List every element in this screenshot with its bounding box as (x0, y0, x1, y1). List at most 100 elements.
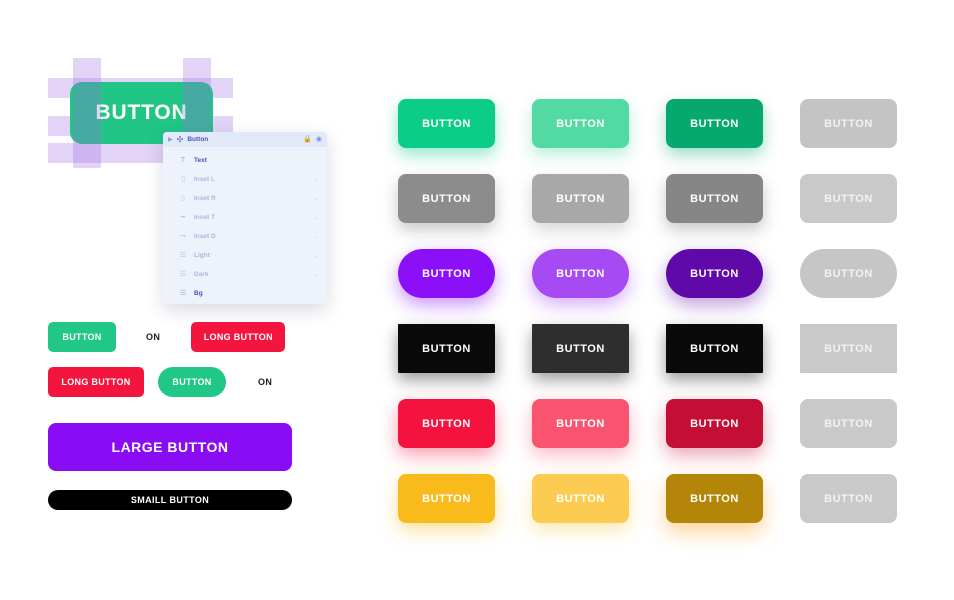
yellow-button-disabled: BUTTON (800, 474, 897, 523)
layers-panel[interactable]: ▶ ✣ Button 🔒 ◉ T Text ▯ Inset L ⌄ ▯ Inse… (163, 132, 327, 304)
purple-button-hover[interactable]: BUTTON (532, 249, 629, 298)
panel-row-text[interactable]: T Text (163, 151, 327, 170)
on-label: ON (146, 332, 161, 342)
background-icon: ☰ (179, 290, 187, 297)
grey-button-default[interactable]: BUTTON (398, 174, 495, 223)
yellow-button-pressed[interactable]: BUTTON (666, 474, 763, 523)
grid-cell: BUTTON (666, 324, 763, 373)
chevron-down-icon[interactable]: ⌄ (313, 176, 319, 183)
chevron-right-icon[interactable]: ▶ (168, 136, 173, 143)
move-icon[interactable]: ✣ (176, 134, 184, 144)
purple-button-default[interactable]: BUTTON (398, 249, 495, 298)
grid-cell: BUTTON (398, 474, 495, 523)
green-button-small[interactable]: BUTTON (48, 322, 116, 352)
purple-button-pressed[interactable]: BUTTON (666, 249, 763, 298)
grid-cell: BUTTON (398, 399, 495, 448)
green-pill-button[interactable]: BUTTON (158, 367, 226, 397)
left-variant-column: BUTTON ON LONG BUTTON LONG BUTTON BUTTON… (48, 322, 286, 397)
red-long-button-1[interactable]: LONG BUTTON (191, 322, 286, 352)
panel-row-inset-l[interactable]: ▯ Inset L ⌄ (163, 170, 327, 189)
green-button-disabled: BUTTON (800, 99, 897, 148)
panel-row-label: Bg (194, 290, 203, 297)
chevron-down-icon[interactable]: ⌄ (313, 271, 319, 278)
black-button-pressed[interactable]: BUTTON (666, 324, 763, 373)
large-button[interactable]: LARGE BUTTON (48, 423, 292, 471)
panel-row-label: Dark (194, 271, 209, 278)
black-button-hover[interactable]: BUTTON (532, 324, 629, 373)
chevron-down-icon[interactable]: ⌄ (313, 195, 319, 202)
light-icon: ☰ (179, 252, 187, 259)
lock-icon[interactable]: 🔒 (303, 136, 312, 143)
black-button-default[interactable]: BUTTON (398, 324, 495, 373)
grid-row-black: BUTTON BUTTON BUTTON BUTTON (398, 324, 897, 373)
panel-row-inset-d[interactable]: ➞ Inset D ⌄ (163, 227, 327, 246)
yellow-button-default[interactable]: BUTTON (398, 474, 495, 523)
grid-cell: BUTTON (800, 474, 897, 523)
red-button-default[interactable]: BUTTON (398, 399, 495, 448)
grid-cell: BUTTON (666, 174, 763, 223)
grid-cell: BUTTON (532, 399, 629, 448)
button-state-grid: BUTTON BUTTON BUTTON BUTTON BUTTON BUTTO… (398, 99, 897, 523)
panel-row-bg[interactable]: ☰ Bg (163, 284, 327, 303)
dark-icon: ☰ (179, 271, 187, 278)
panel-row-inset-r[interactable]: ▯ Inset R ⌄ (163, 189, 327, 208)
grey-button-hover[interactable]: BUTTON (532, 174, 629, 223)
grid-row-red: BUTTON BUTTON BUTTON BUTTON (398, 399, 897, 448)
red-button-hover[interactable]: BUTTON (532, 399, 629, 448)
small-button[interactable]: SMAILL BUTTON (48, 490, 292, 510)
chevron-down-icon[interactable]: ⌄ (313, 214, 319, 221)
text-icon: T (180, 157, 186, 164)
purple-button-disabled: BUTTON (800, 249, 897, 298)
panel-row-label: Inset L (194, 176, 215, 183)
grid-cell: BUTTON (666, 99, 763, 148)
grid-row-green: BUTTON BUTTON BUTTON BUTTON (398, 99, 897, 148)
inset-down-icon: ➞ (180, 233, 186, 240)
chevron-down-icon[interactable]: ⌄ (313, 252, 319, 259)
inset-right-icon: ▯ (181, 195, 185, 202)
inset-left-icon: ▯ (181, 176, 185, 183)
green-button-pressed[interactable]: BUTTON (666, 99, 763, 148)
grid-cell: BUTTON (532, 99, 629, 148)
panel-row-label: Light (194, 252, 210, 259)
guide-bar-vertical (73, 58, 101, 168)
grid-cell: BUTTON (398, 174, 495, 223)
yellow-button-hover[interactable]: BUTTON (532, 474, 629, 523)
inset-top-icon: ━ (180, 214, 186, 221)
grid-cell: BUTTON (532, 174, 629, 223)
panel-row-label: Inset T (194, 214, 215, 221)
grid-cell: BUTTON (666, 399, 763, 448)
grid-cell: BUTTON (800, 249, 897, 298)
grey-button-pressed[interactable]: BUTTON (666, 174, 763, 223)
grid-cell: BUTTON (800, 399, 897, 448)
chevron-down-icon[interactable]: ⌄ (313, 233, 319, 240)
green-button-hover[interactable]: BUTTON (532, 99, 629, 148)
grid-row-yellow: BUTTON BUTTON BUTTON BUTTON (398, 474, 897, 523)
panel-row-label: Inset R (194, 195, 216, 202)
grid-cell: BUTTON (532, 324, 629, 373)
grid-cell: BUTTON (666, 249, 763, 298)
grid-cell: BUTTON (532, 474, 629, 523)
on-label: ON (258, 377, 273, 387)
panel-row-label: Text (194, 157, 207, 164)
eye-icon[interactable]: ◉ (315, 136, 322, 143)
panel-row-label: Inset D (194, 233, 216, 240)
grid-cell: BUTTON (398, 324, 495, 373)
red-long-button-2[interactable]: LONG BUTTON (48, 367, 144, 397)
panel-row-list: T Text ▯ Inset L ⌄ ▯ Inset R ⌄ ━ Inset T… (163, 147, 327, 303)
panel-row-inset-t[interactable]: ━ Inset T ⌄ (163, 208, 327, 227)
panel-row-light[interactable]: ☰ Light ⌄ (163, 246, 327, 265)
grid-cell: BUTTON (800, 174, 897, 223)
grid-cell: BUTTON (398, 249, 495, 298)
red-button-disabled: BUTTON (800, 399, 897, 448)
variant-row-1: BUTTON ON LONG BUTTON (48, 322, 286, 352)
variant-row-2: LONG BUTTON BUTTON ON (48, 367, 285, 397)
red-button-pressed[interactable]: BUTTON (666, 399, 763, 448)
panel-header[interactable]: ▶ ✣ Button 🔒 ◉ (163, 132, 327, 147)
grid-row-purple: BUTTON BUTTON BUTTON BUTTON (398, 249, 897, 298)
grid-cell: BUTTON (800, 99, 897, 148)
green-button-default[interactable]: BUTTON (398, 99, 495, 148)
panel-row-dark[interactable]: ☰ Dark ⌄ (163, 265, 327, 284)
panel-title: Button (187, 136, 209, 143)
grid-row-grey: BUTTON BUTTON BUTTON BUTTON (398, 174, 897, 223)
grid-cell: BUTTON (666, 474, 763, 523)
